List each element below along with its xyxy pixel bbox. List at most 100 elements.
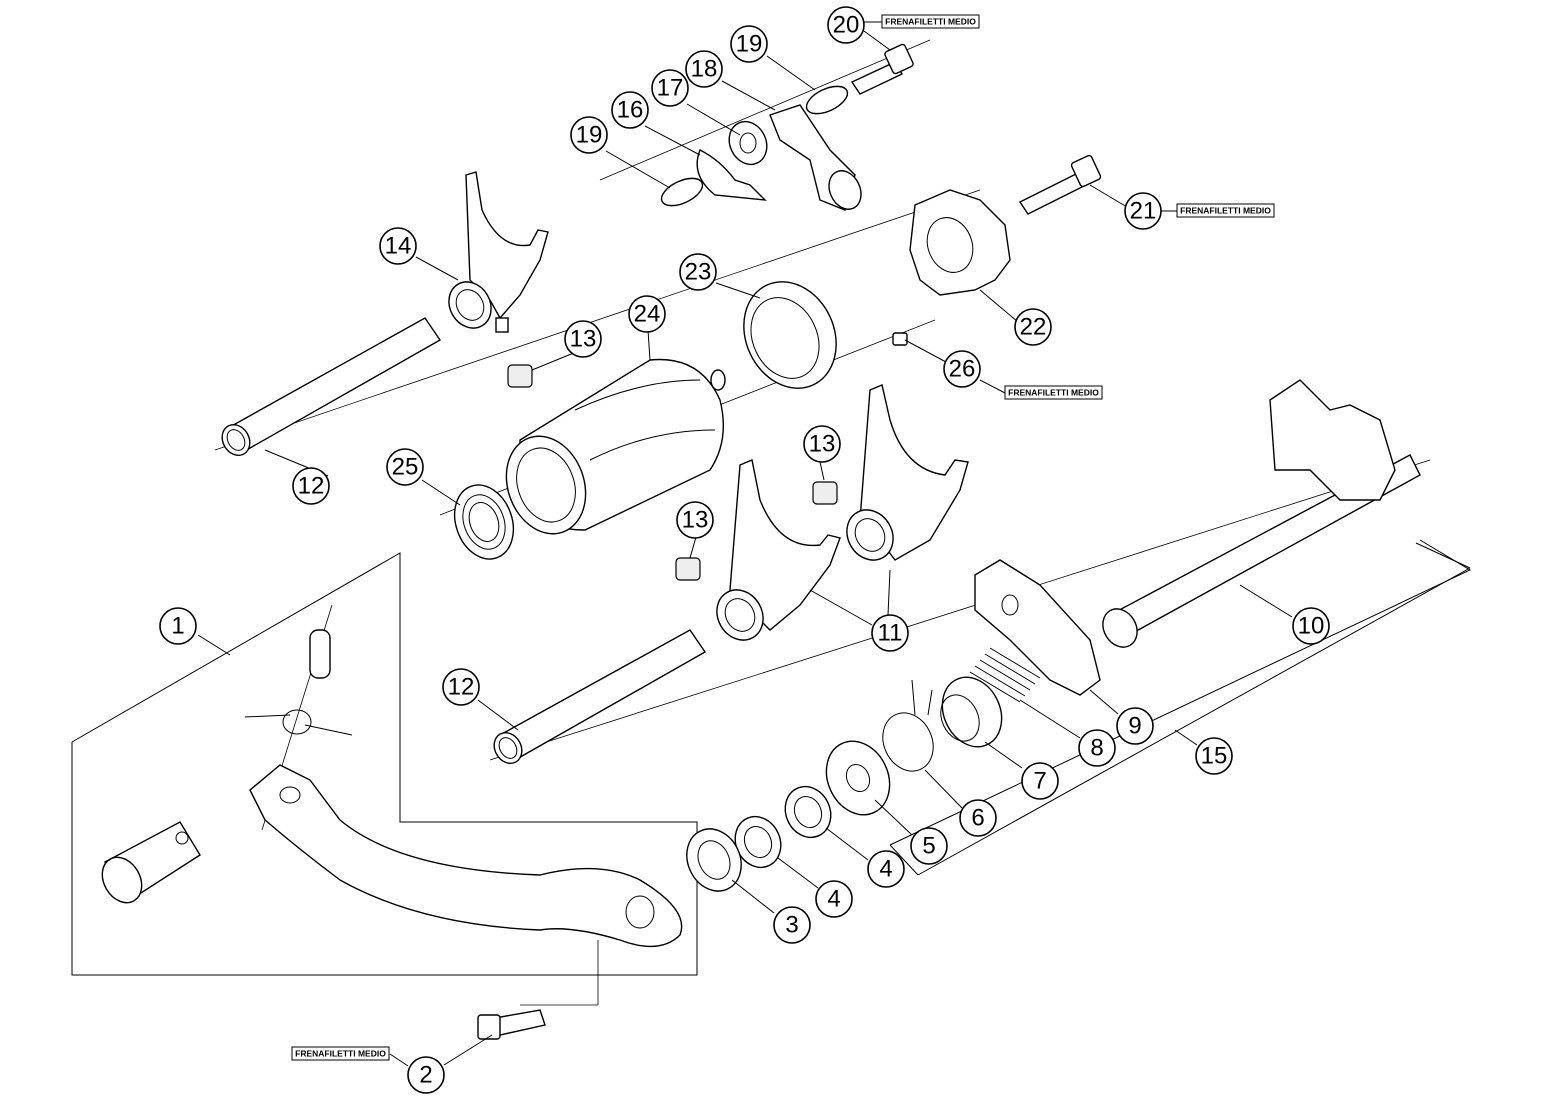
svg-text:13: 13 (570, 326, 597, 353)
seal (686, 828, 742, 892)
spring (969, 647, 1041, 703)
callout-13c: 13 (676, 501, 714, 539)
callout-9: 9 (1116, 707, 1154, 745)
note-20-text: FRENAFILETTI MEDIO (885, 17, 976, 27)
svg-text:9: 9 (1128, 713, 1141, 740)
bearing-lower (453, 484, 515, 560)
svg-text:7: 7 (1033, 768, 1046, 795)
svg-text:2: 2 (419, 1062, 432, 1089)
callout-16: 16 (611, 91, 649, 129)
svg-text:18: 18 (691, 56, 718, 83)
svg-text:11: 11 (878, 620, 903, 647)
washer (825, 740, 891, 816)
svg-text:3: 3 (785, 912, 798, 939)
callout-13b: 13 (803, 425, 841, 463)
svg-text:25: 25 (392, 454, 419, 481)
callout-24: 24 (628, 295, 666, 333)
note-2: FRENAFILETTI MEDIO (291, 1046, 409, 1067)
callout-1: 1 (159, 607, 197, 645)
svg-text:19: 19 (576, 122, 603, 149)
lever-kit-frame (71, 552, 698, 976)
callout-19a: 19 (570, 116, 608, 154)
note-20: FRENAFILETTI MEDIO (864, 14, 980, 29)
svg-text:14: 14 (385, 233, 412, 260)
fork-rod-upper (221, 317, 442, 457)
svg-text:26: 26 (949, 356, 976, 383)
callout-5: 5 (910, 827, 948, 865)
callout-3: 3 (773, 906, 811, 944)
callout-17: 17 (651, 69, 689, 107)
lever-pin (309, 629, 331, 679)
shift-drum (505, 358, 726, 535)
svg-text:12: 12 (448, 674, 475, 701)
callout-23: 23 (679, 253, 717, 291)
svg-text:23: 23 (685, 259, 712, 286)
svg-text:4: 4 (827, 886, 840, 913)
note-21: FRENAFILETTI MEDIO (1160, 203, 1275, 218)
svg-text:19: 19 (736, 31, 763, 58)
svg-text:17: 17 (657, 75, 684, 102)
bushing-lower (734, 815, 782, 869)
fork-rod-lower (493, 629, 707, 765)
callout-25: 25 (386, 448, 424, 486)
callout-20: 20 (827, 6, 865, 44)
callouts: 1 2 3 4 4 5 6 7 8 9 10 11 12 12 13 13 13… (159, 6, 1330, 1094)
fork-roller-lower (675, 557, 701, 581)
svg-text:5: 5 (922, 833, 935, 860)
callout-14: 14 (379, 227, 417, 265)
lever-spring (244, 709, 353, 736)
note-26: FRENAFILETTI MEDIO (979, 379, 1103, 400)
callout-8: 8 (1078, 729, 1116, 767)
selector-plate (974, 559, 1101, 696)
svg-text:20: 20 (833, 12, 860, 39)
fork-roller-upper (507, 364, 533, 388)
bearing-upper (743, 281, 837, 389)
small-screw (892, 332, 908, 346)
shift-forks-lower (716, 384, 969, 641)
callout-11: 11 (871, 614, 909, 652)
note-21-text: FRENAFILETTI MEDIO (1180, 206, 1271, 216)
index-bolt (1018, 154, 1102, 215)
svg-text:6: 6 (971, 805, 984, 832)
torsion-spring (882, 679, 934, 772)
svg-text:12: 12 (298, 473, 325, 500)
callout-19b: 19 (730, 25, 768, 63)
callout-6: 6 (959, 799, 997, 837)
fork-roller-middle (812, 481, 838, 505)
lever-pivot-sleeve (101, 821, 201, 904)
svg-text:16: 16 (617, 97, 644, 124)
callout-4b: 4 (867, 850, 905, 888)
note-2-text: FRENAFILETTI MEDIO (295, 1049, 386, 1059)
callout-15: 15 (1195, 737, 1233, 775)
collar (940, 676, 1003, 748)
callout-13a: 13 (564, 320, 602, 358)
svg-text:10: 10 (1298, 613, 1325, 640)
callout-18: 18 (685, 50, 723, 88)
callout-22: 22 (1014, 308, 1052, 346)
svg-text:1: 1 (171, 613, 184, 640)
callout-26: 26 (943, 350, 981, 388)
svg-text:13: 13 (682, 507, 709, 534)
leader-lines (197, 30, 1293, 1066)
shift-fork-upper (448, 171, 549, 333)
lever-bolt (477, 1009, 546, 1040)
callout-2: 2 (407, 1056, 445, 1094)
svg-text:21: 21 (1130, 198, 1157, 225)
svg-text:4: 4 (879, 856, 892, 883)
selector-arm-group (660, 43, 914, 211)
svg-text:22: 22 (1020, 314, 1047, 341)
star-index-wheel (909, 189, 1011, 296)
svg-text:15: 15 (1201, 743, 1228, 770)
gear-lever (249, 764, 683, 948)
callout-7: 7 (1021, 762, 1059, 800)
callout-4a: 4 (815, 880, 853, 918)
svg-text:13: 13 (809, 431, 836, 458)
callout-21: 21 (1124, 192, 1162, 230)
callout-12b: 12 (442, 668, 480, 706)
svg-text:8: 8 (1090, 735, 1103, 762)
callout-12a: 12 (292, 467, 330, 505)
note-26-text: FRENAFILETTI MEDIO (1008, 388, 1099, 398)
shift-shaft (1102, 379, 1421, 648)
bushing-upper (784, 785, 832, 839)
